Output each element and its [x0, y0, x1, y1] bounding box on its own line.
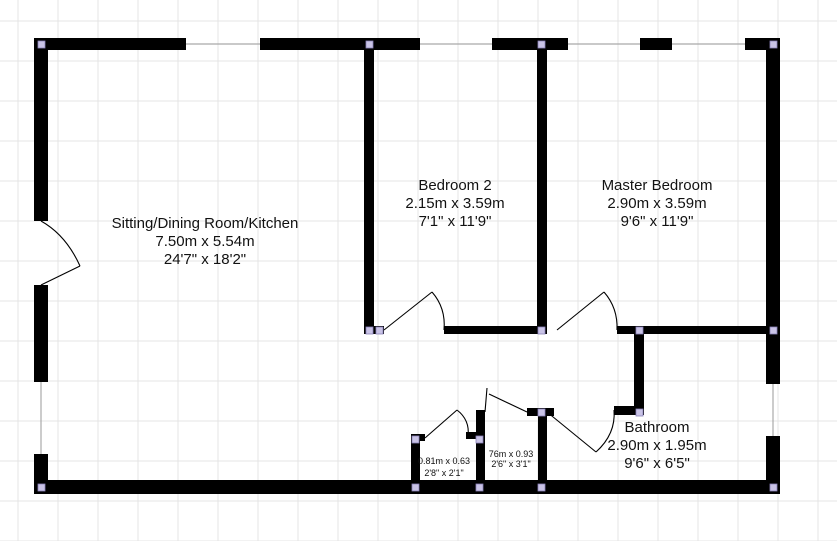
wall-bedroom2-bottom-right: [444, 326, 547, 334]
sitting-room-name: Sitting/Dining Room/Kitchen: [112, 215, 299, 232]
cupboard1-imperial: 2'8" x 2'1": [424, 468, 463, 478]
bathroom-name: Bathroom: [624, 419, 689, 436]
node: [635, 326, 644, 335]
door-entrance: [40, 220, 81, 286]
node: [537, 40, 546, 49]
wall-top-1: [36, 38, 186, 50]
wall-top-3: [492, 38, 568, 50]
wall-cupboard-divider: [476, 410, 485, 486]
wall-cupboard1-top-right: [466, 432, 480, 439]
master-bedroom-name: Master Bedroom: [602, 177, 713, 194]
node: [769, 483, 778, 492]
door-cupboard2: [484, 387, 528, 413]
wall-bedrooms-divider: [537, 44, 547, 332]
cupboard2-metric: 76m x 0.93: [489, 449, 534, 459]
sitting-room-imperial: 24'7" x 18'2": [164, 251, 246, 268]
door-bedroom2: [383, 291, 445, 331]
wall-bottom: [34, 480, 779, 494]
node: [537, 408, 546, 417]
node: [537, 483, 546, 492]
node: [769, 326, 778, 335]
master-bedroom-imperial: 9'6" x 11'9": [621, 213, 694, 230]
room-labels: Sitting/Dining Room/Kitchen 7.50m x 5.54…: [112, 177, 713, 478]
door-cupboard1: [424, 409, 469, 439]
bedroom2-imperial: 7'1" x 11'9": [419, 213, 492, 230]
doors: [40, 220, 618, 453]
node: [635, 408, 644, 417]
node: [37, 483, 46, 492]
node: [365, 326, 374, 335]
master-bedroom-metric: 2.90m x 3.59m: [607, 195, 706, 212]
wall-bedroom2-bottom-left: [364, 326, 384, 334]
node: [769, 40, 778, 49]
wall-top-4: [640, 38, 672, 50]
node: [475, 435, 484, 444]
wall-bedroom2-left: [364, 44, 374, 332]
node: [365, 40, 374, 49]
wall-right-upper: [766, 38, 780, 384]
wall-right-lower: [766, 436, 780, 494]
wall-cupboard1-left: [411, 434, 420, 486]
door-bathroom: [546, 409, 615, 453]
wall-master-bottom: [617, 326, 780, 334]
bathroom-imperial: 9'6" x 6'5": [624, 455, 690, 472]
wall-top-2: [260, 38, 420, 50]
node: [411, 435, 420, 444]
wall-left-middle: [34, 285, 48, 382]
windows: [40, 43, 774, 454]
wall-bathroom-stub: [614, 406, 644, 415]
wall-bathroom-left: [634, 330, 644, 414]
wall-left-upper: [34, 38, 48, 221]
cupboard1-metric: 0.81m x 0.63: [418, 456, 470, 466]
bathroom-metric: 2.90m x 1.95m: [607, 437, 706, 454]
door-master-bedroom: [556, 291, 618, 331]
walls: [34, 38, 780, 494]
cupboard2-imperial: 2'6" x 3'1": [491, 459, 530, 469]
node: [375, 326, 384, 335]
node: [411, 483, 420, 492]
node: [537, 326, 546, 335]
node: [37, 40, 46, 49]
sitting-room-metric: 7.50m x 5.54m: [155, 233, 254, 250]
node: [475, 483, 484, 492]
bedroom2-name: Bedroom 2: [418, 177, 491, 194]
bedroom2-metric: 2.15m x 3.59m: [405, 195, 504, 212]
wall-cupboard2-right: [538, 410, 547, 486]
wall-nodes: [37, 40, 778, 492]
